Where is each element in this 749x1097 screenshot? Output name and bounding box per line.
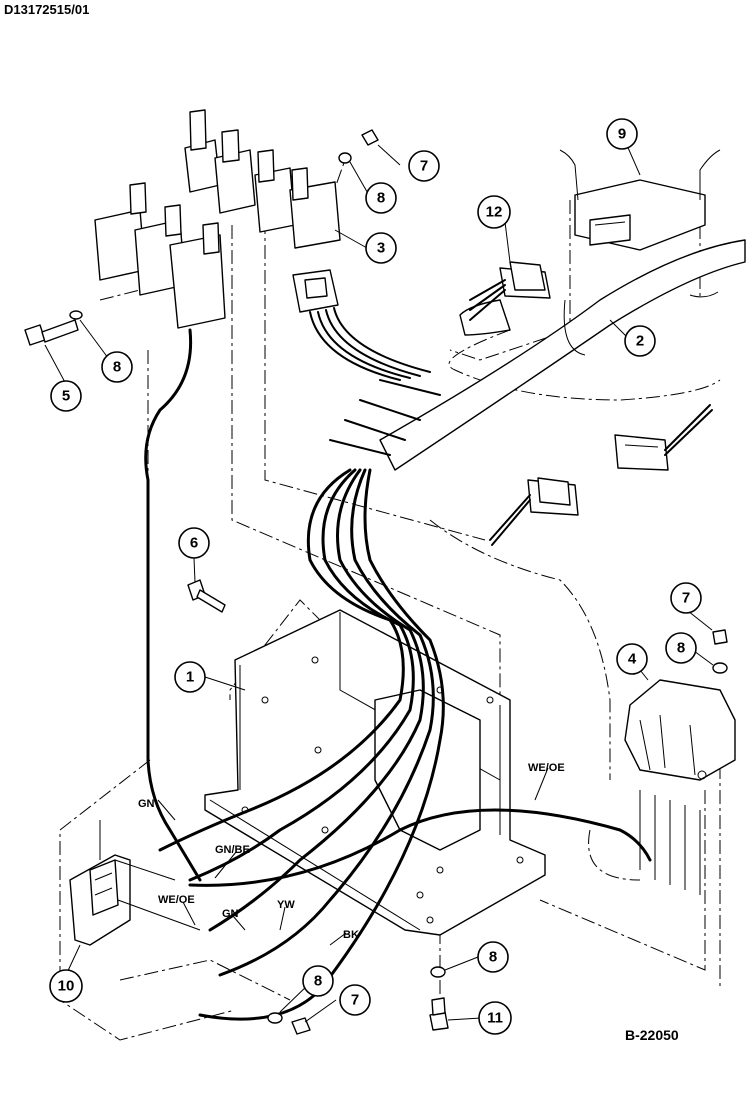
callout-5: 5: [50, 380, 82, 412]
wire-label-gn-be: GN/BE: [215, 844, 250, 856]
svg-text:11: 11: [487, 1010, 503, 1027]
relay-socket: [292, 269, 431, 381]
hardware: [24, 129, 728, 1035]
callout-8-bottom-left: 8: [302, 965, 334, 997]
callout-1: 1: [174, 661, 206, 693]
figure-id: B-22050: [625, 1027, 679, 1043]
wire-label-gn-1: GN: [138, 798, 155, 810]
callout-7-bottom: 7: [339, 984, 371, 1016]
document-id: D13172515/01: [4, 2, 90, 17]
svg-text:9: 9: [618, 126, 626, 143]
callout-4: 4: [616, 643, 648, 675]
callout-12: 12: [477, 195, 511, 229]
wire-label-we-oe-1: WE/OE: [158, 894, 195, 906]
callout-8-bottom-right: 8: [477, 941, 509, 973]
connector-right: [614, 404, 713, 471]
wire-labels: GN GN/BE WE/OE GN YW BK WE/OE: [138, 762, 565, 941]
connector-12: [469, 261, 551, 321]
svg-text:8: 8: [113, 359, 121, 376]
svg-text:7: 7: [351, 992, 359, 1009]
svg-text:12: 12: [486, 204, 503, 221]
callout-3: 3: [365, 232, 397, 264]
svg-text:3: 3: [377, 240, 385, 257]
svg-text:5: 5: [62, 388, 70, 405]
svg-text:10: 10: [58, 978, 75, 995]
callout-6: 6: [178, 527, 210, 559]
fuse-block-10: [69, 820, 201, 946]
svg-text:8: 8: [314, 973, 322, 990]
svg-text:7: 7: [682, 590, 690, 607]
callout-7-right: 7: [670, 582, 702, 614]
callout-8-left: 8: [101, 351, 133, 383]
svg-text:8: 8: [489, 949, 497, 966]
wire-label-we-oe-2: WE/OE: [528, 762, 565, 774]
callout-11: 11: [478, 1001, 512, 1035]
callout-9: 9: [606, 118, 638, 150]
wire-label-yw: YW: [277, 899, 295, 911]
mounting-plate: [204, 609, 546, 936]
wiring-harness: [158, 239, 746, 1021]
relay-4: [624, 679, 736, 895]
svg-text:7: 7: [420, 158, 428, 175]
svg-text:1: 1: [186, 669, 194, 686]
svg-text:8: 8: [677, 640, 685, 657]
callout-10: 10: [49, 969, 83, 1003]
svg-text:6: 6: [190, 535, 198, 552]
wire-label-bk: BK: [343, 929, 359, 941]
svg-text:8: 8: [377, 190, 385, 207]
wire-label-gn-2: GN: [222, 908, 239, 920]
callout-7-top: 7: [408, 150, 440, 182]
control-module-9: [559, 149, 721, 356]
relay-group-left: [94, 182, 226, 882]
callout-8-top: 8: [365, 182, 397, 214]
callout-2: 2: [624, 325, 656, 357]
connector-lower: [489, 477, 579, 546]
callout-8-right: 8: [665, 632, 697, 664]
svg-text:2: 2: [636, 333, 644, 350]
svg-text:4: 4: [628, 651, 637, 668]
relay-group-upper: [184, 109, 341, 249]
